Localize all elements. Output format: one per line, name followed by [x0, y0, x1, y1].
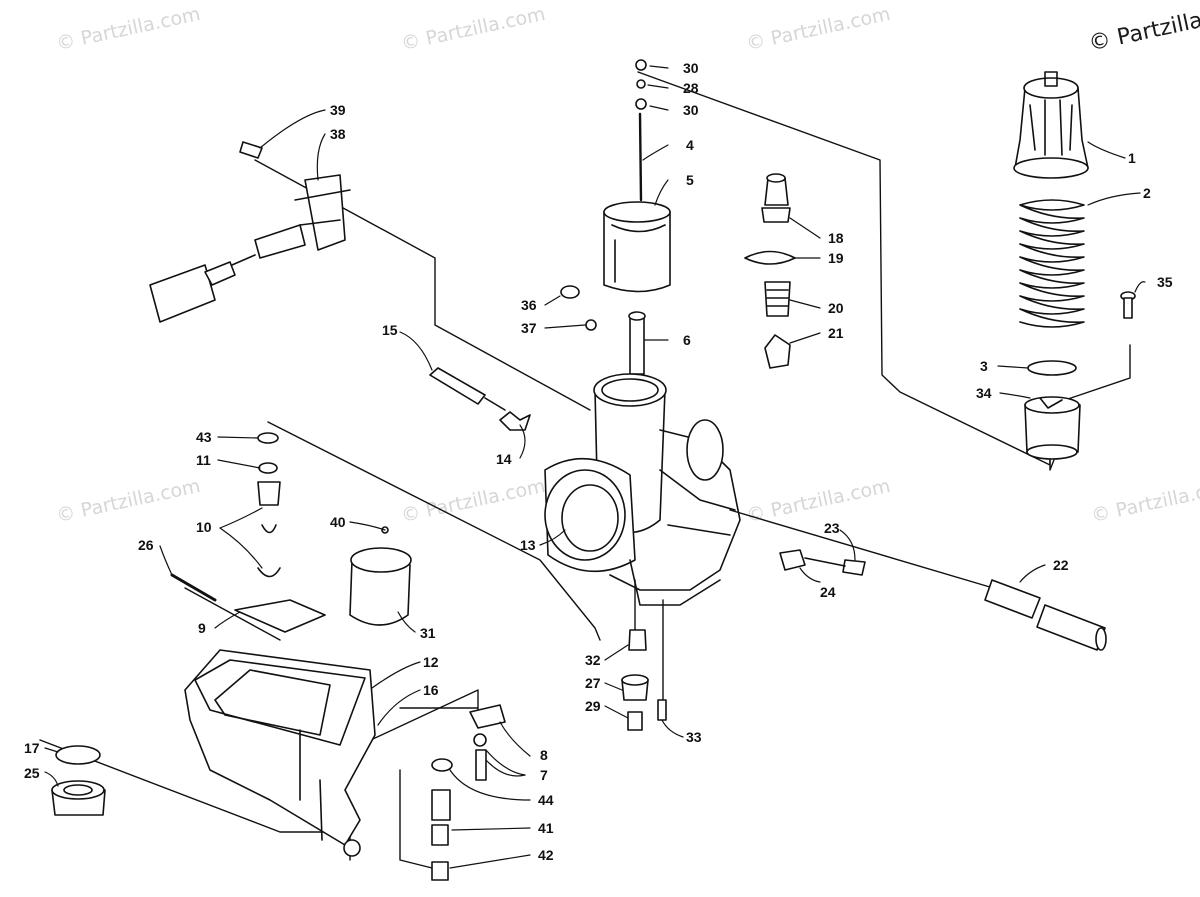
- top-cap-assembly: [1013, 71, 1136, 460]
- callout-16: 16: [423, 682, 439, 698]
- callout-12: 12: [423, 654, 439, 670]
- callout-19: 19: [828, 250, 844, 266]
- idle-screw: [779, 549, 866, 576]
- callout-9: 9: [198, 620, 206, 636]
- callout-10: 10: [196, 519, 212, 535]
- callout-17: 17: [24, 740, 40, 756]
- callout-8: 8: [540, 747, 548, 763]
- callout-21: 21: [828, 325, 844, 341]
- callout-40: 40: [330, 514, 346, 530]
- callout-41: 41: [538, 820, 554, 836]
- callout-18: 18: [828, 230, 844, 246]
- callout-35: 35: [1157, 274, 1173, 290]
- callout-23: 23: [824, 520, 840, 536]
- callout-28: 28: [683, 80, 699, 96]
- throttle-bracket: [149, 141, 351, 323]
- slide-assembly: [603, 59, 671, 375]
- callout-7: 7: [540, 767, 548, 783]
- main-jet-parts: [621, 629, 667, 731]
- callout-31: 31: [420, 625, 436, 641]
- callout-15: 15: [382, 322, 398, 338]
- callout-20: 20: [828, 300, 844, 316]
- callout-25: 25: [24, 765, 40, 781]
- drain-plug: [51, 745, 106, 816]
- callout-38: 38: [330, 126, 346, 142]
- assembly-lines: [39, 71, 1131, 871]
- callout-14: 14: [496, 451, 512, 467]
- callout-37: 37: [521, 320, 537, 336]
- air-screw-parts: [744, 173, 796, 369]
- callout-44: 44: [538, 792, 554, 808]
- leader-lines: [44, 65, 1146, 869]
- callout-4: 4: [686, 137, 694, 153]
- throttle-stop-screw: [429, 367, 531, 431]
- callout-13: 13: [520, 537, 536, 553]
- callout-34: 34: [976, 385, 992, 401]
- needle-valve-parts: [170, 432, 326, 633]
- callout-26: 26: [138, 537, 154, 553]
- callout-24: 24: [820, 584, 836, 600]
- callout-2: 2: [1143, 185, 1151, 201]
- callout-labels: 1 2 3 4 5 6 7 8 9 10 11 12 13 14 15 16 1…: [24, 60, 1173, 863]
- holder: [1024, 396, 1081, 460]
- callout-6: 6: [683, 332, 691, 348]
- callout-29: 29: [585, 698, 601, 714]
- screw-35: [1120, 291, 1136, 319]
- callout-32: 32: [585, 652, 601, 668]
- spring: [1019, 199, 1085, 328]
- bowl-screws: [431, 704, 506, 881]
- callout-39: 39: [330, 102, 346, 118]
- callout-30-top: 30: [683, 60, 699, 76]
- callout-43: 43: [196, 429, 212, 445]
- tube-22: [984, 579, 1107, 651]
- carburetor-body: [544, 373, 741, 606]
- float-bowl: [184, 649, 376, 857]
- callout-27: 27: [585, 675, 601, 691]
- callout-11: 11: [196, 452, 211, 468]
- callout-3: 3: [980, 358, 988, 374]
- callout-36: 36: [521, 297, 537, 313]
- callout-1: 1: [1128, 150, 1136, 166]
- callout-5: 5: [686, 172, 694, 188]
- parts-36-37: [560, 285, 597, 331]
- callout-22: 22: [1053, 557, 1069, 573]
- callout-30-bottom: 30: [683, 102, 699, 118]
- float: [349, 526, 412, 626]
- callout-33: 33: [686, 729, 702, 745]
- callout-42: 42: [538, 847, 554, 863]
